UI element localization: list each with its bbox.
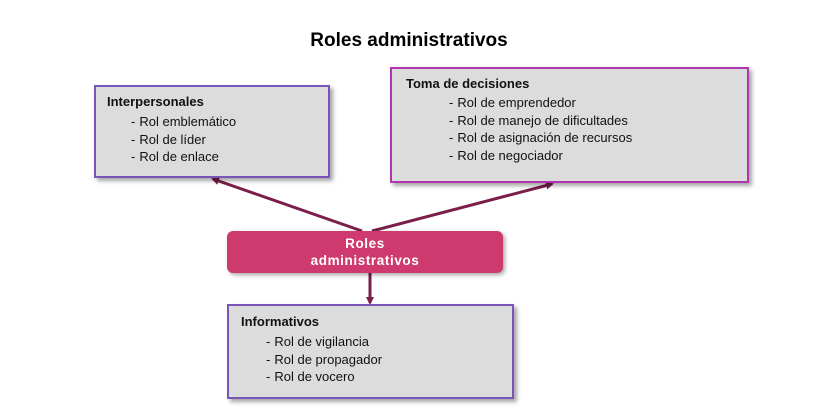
role-list: -Rol de emprendedor -Rol de manejo de di… — [449, 94, 632, 164]
role-label: Rol de líder — [139, 131, 206, 147]
box-heading: Informativos — [241, 314, 320, 329]
central-node-label: Roles administrativos — [310, 236, 420, 268]
bullet-dash: - — [131, 149, 136, 164]
list-item: -Rol de vigilancia — [266, 333, 382, 351]
role-list: -Rol de vigilancia -Rol de propagador -R… — [266, 333, 382, 386]
bullet-dash: - — [131, 131, 136, 147]
role-label: Rol de manejo de dificultades — [457, 112, 628, 128]
role-list: -Rol emblemático -Rol de líder -Rol de e… — [131, 113, 236, 166]
role-label: Rol de propagador — [274, 351, 383, 367]
list-item: -Rol de negociador — [449, 147, 632, 165]
bullet-dash: - — [449, 130, 454, 145]
list-item: -Rol emblemático — [131, 113, 236, 131]
box-heading: Toma de decisiones — [406, 76, 530, 91]
role-label: Rol de emprendedor — [457, 95, 576, 110]
role-label: Rol de vigilancia — [274, 334, 370, 349]
box-toma-de-decisiones: Toma de decisiones -Rol de emprendedor -… — [390, 67, 749, 183]
role-label: Rol de asignación de recursos — [457, 130, 633, 145]
list-item: -Rol de vocero — [266, 368, 382, 386]
box-interpersonales: Interpersonales -Rol emblemático -Rol de… — [94, 85, 330, 178]
role-label: Rol de negociador — [457, 147, 563, 163]
role-label: Rol de enlace — [139, 149, 219, 164]
list-item: -Rol de líder — [131, 131, 236, 149]
bullet-dash: - — [449, 112, 454, 128]
bullet-dash: - — [449, 147, 454, 163]
list-item: -Rol de propagador — [266, 351, 382, 369]
list-item: -Rol de manejo de dificultades — [449, 112, 632, 130]
box-heading: Interpersonales — [107, 94, 204, 109]
list-item: -Rol de emprendedor — [449, 94, 632, 112]
box-informativos: Informativos -Rol de vigilancia -Rol de … — [227, 304, 514, 399]
arrow-to-toma-decisiones — [371, 181, 554, 233]
role-label: Rol emblemático — [139, 114, 237, 129]
central-node: Roles administrativos — [227, 231, 503, 273]
bullet-dash: - — [131, 114, 136, 129]
arrow-to-interpersonales — [211, 177, 363, 233]
list-item: -Rol de enlace — [131, 148, 236, 166]
bullet-dash: - — [449, 95, 454, 110]
role-label: Rol de vocero — [274, 369, 355, 384]
list-item: -Rol de asignación de recursos — [449, 129, 632, 147]
bullet-dash: - — [266, 369, 271, 384]
bullet-dash: - — [266, 351, 271, 367]
diagram-title: Roles administrativos — [310, 30, 508, 51]
bullet-dash: - — [266, 334, 271, 349]
